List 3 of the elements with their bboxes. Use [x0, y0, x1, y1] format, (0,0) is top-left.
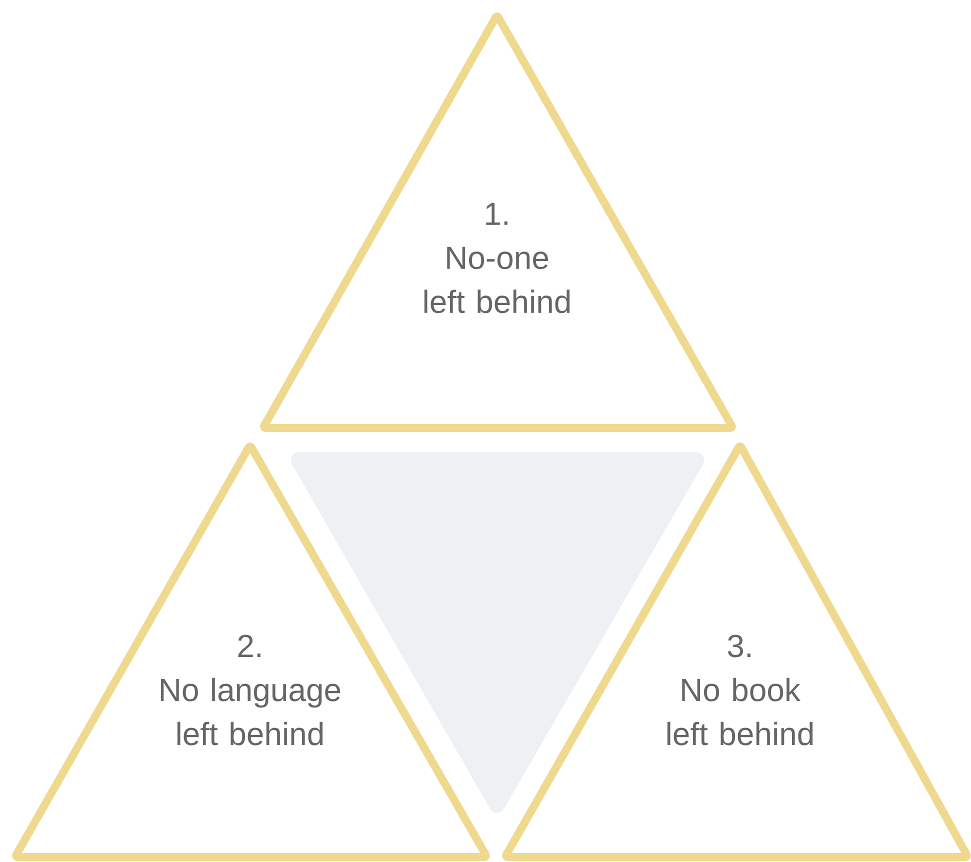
triangle-box: 3. No book left behind: [502, 442, 971, 861]
triangle-box: 2. No language left behind: [12, 442, 490, 861]
triangle-box: 1. No-one left behind: [260, 12, 736, 432]
